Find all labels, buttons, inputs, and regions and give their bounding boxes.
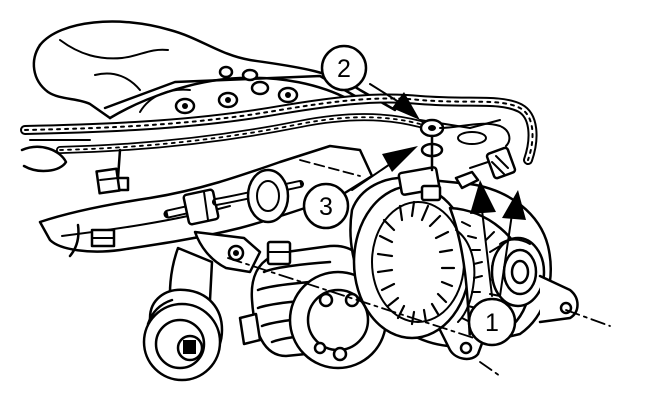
engine-intake-housing <box>20 20 397 173</box>
wiring-harness <box>20 93 538 192</box>
idler-pulley <box>142 288 224 382</box>
callout-1: 1 <box>467 297 517 347</box>
callout-2: 2 <box>320 44 368 92</box>
callout-1-label: 1 <box>485 309 499 337</box>
battery-terminal-nut <box>419 118 511 172</box>
alternator-terminals <box>397 146 517 202</box>
callout-3: 3 <box>302 182 350 230</box>
alternator-vent-slots <box>376 200 456 326</box>
alternator <box>349 118 579 361</box>
callout-2-label: 2 <box>337 55 351 83</box>
alignment-lines <box>227 159 611 377</box>
cooling-tube <box>163 168 304 226</box>
callout-3-label: 3 <box>319 193 333 221</box>
housing-bolts <box>174 65 299 115</box>
pointer-arrows <box>351 83 526 297</box>
